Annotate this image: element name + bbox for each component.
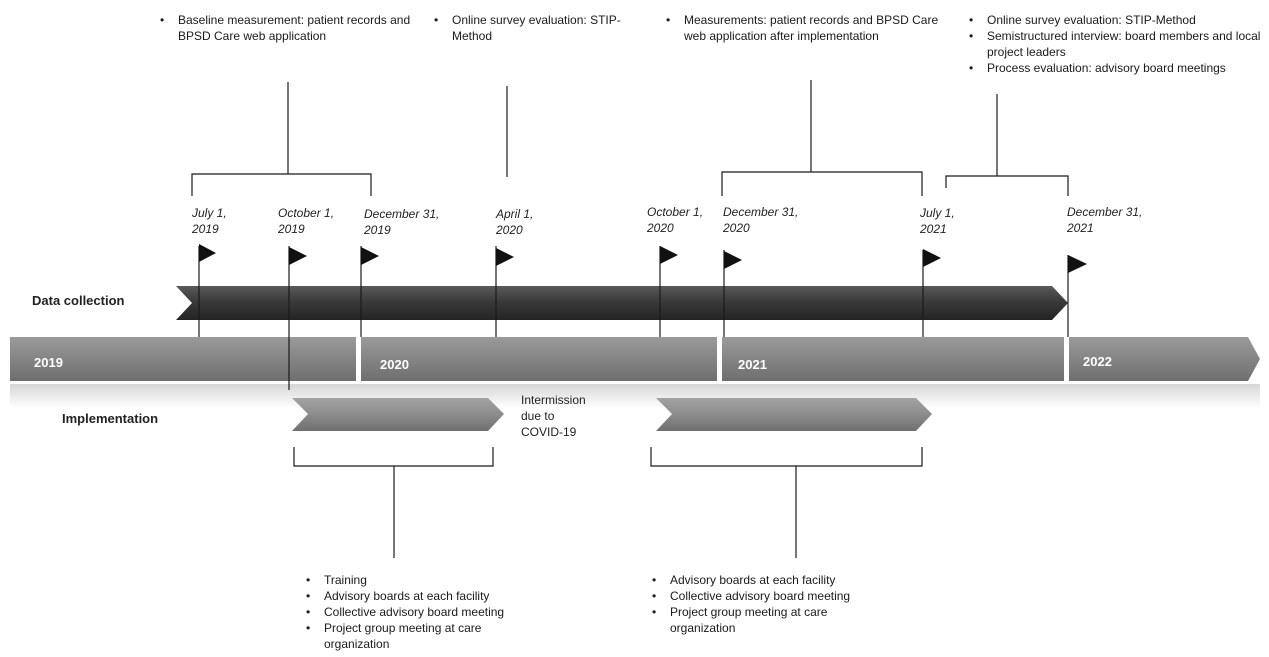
milestone-date: October 1, 2019 xyxy=(278,206,335,236)
list-item: Baseline measurement: patient records an… xyxy=(156,12,426,44)
list-item: Advisory boards at each facility xyxy=(302,588,542,604)
flag-icon xyxy=(1068,255,1087,273)
bottom-note-phase-2: Advisory boards at each facility Collect… xyxy=(648,572,888,636)
list-item: Collective advisory board meeting xyxy=(648,588,888,604)
year-bar-reflection xyxy=(10,384,1260,408)
top-note-baseline: Baseline measurement: patient records an… xyxy=(156,12,426,44)
year-segment-2019 xyxy=(10,337,356,381)
milestone-date: October 1, 2020 xyxy=(647,205,704,235)
top-note-measurements: Measurements: patient records and BPSD C… xyxy=(662,12,958,44)
flag-icon xyxy=(496,248,514,266)
milestone-date: July 1, 2019 xyxy=(192,206,227,236)
list-item: Measurements: patient records and BPSD C… xyxy=(662,12,958,44)
bottom-brackets xyxy=(293,447,923,558)
implementation-arrow-1 xyxy=(292,398,504,431)
flag-icon xyxy=(660,246,678,264)
list-item: Collective advisory board meeting xyxy=(302,604,542,620)
bottom-note-phase-1: Training Advisory boards at each facilit… xyxy=(302,572,542,652)
top-note-survey-2020: Online survey evaluation: STIP-Method xyxy=(430,12,652,44)
flag-icon xyxy=(724,251,742,269)
milestone-flags xyxy=(199,244,1087,273)
milestone-date: July 1, 2021 xyxy=(920,206,955,236)
flag-icon xyxy=(289,247,307,265)
list-item: Process evaluation: advisory board meeti… xyxy=(965,60,1265,76)
year-segment-2022 xyxy=(1069,337,1260,381)
list-item: Project group meeting at care organizati… xyxy=(648,604,888,636)
year-segment-2021 xyxy=(722,337,1064,381)
milestone-date: December 31, 2019 xyxy=(364,207,440,237)
intermission-note: Intermission due to COVID-19 xyxy=(521,393,586,439)
flag-icon xyxy=(923,249,941,267)
milestone-date: April 1, 2020 xyxy=(496,207,534,237)
top-note-final-evaluation: Online survey evaluation: STIP-Method Se… xyxy=(965,12,1265,76)
milestone-date: December 31, 2021 xyxy=(1067,205,1143,235)
year-segment-2020 xyxy=(361,337,717,381)
row-label-data-collection: Data collection xyxy=(32,293,125,308)
list-item: Semistructured interview: board members … xyxy=(965,28,1265,60)
list-item: Advisory boards at each facility xyxy=(648,572,888,588)
list-item: Training xyxy=(302,572,542,588)
row-label-implementation: Implementation xyxy=(62,411,159,426)
top-brackets xyxy=(191,80,1069,196)
list-item: Online survey evaluation: STIP-Method xyxy=(430,12,652,44)
implementation-arrow-2 xyxy=(656,398,932,431)
list-item: Project group meeting at care organizati… xyxy=(302,620,542,652)
flag-icon xyxy=(199,244,216,262)
milestone-date: December 31, 2020 xyxy=(723,205,799,235)
data-collection-arrow xyxy=(176,286,1068,320)
list-item: Online survey evaluation: STIP-Method xyxy=(965,12,1265,28)
flag-icon xyxy=(361,247,379,265)
